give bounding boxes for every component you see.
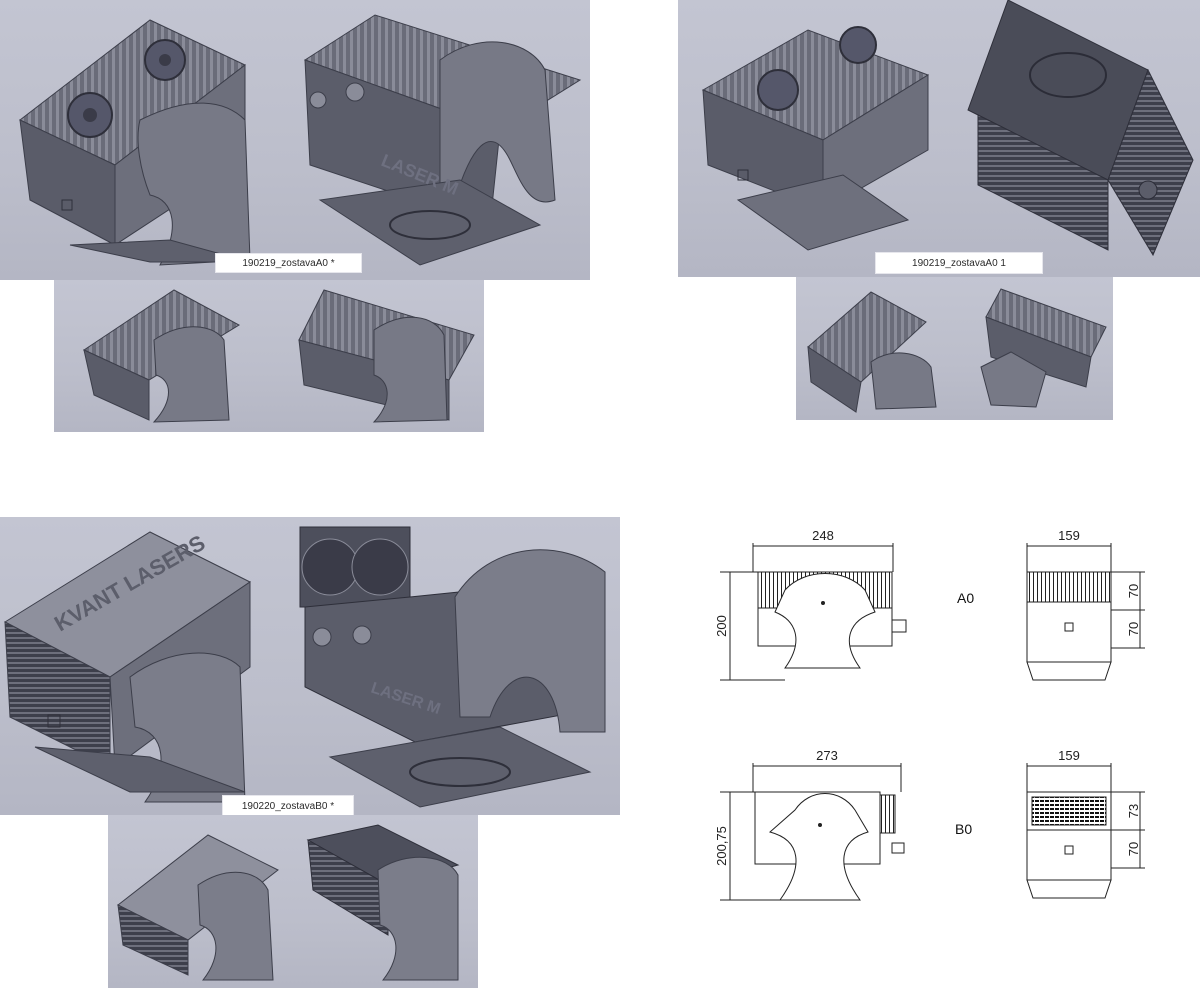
model-viewport-a0-star[interactable]: LASER M 190219_zostavaA0 *	[0, 0, 590, 280]
a0-code: A0	[957, 590, 974, 606]
model-label-a0-star: 190219_zostavaA0 *	[215, 253, 362, 273]
laser-render-b0-small	[117, 824, 460, 981]
b0-side-view: 159 73 70	[1026, 748, 1145, 899]
model-viewport-b0-star-small[interactable]	[108, 815, 478, 988]
b0-lower-section: 70	[1126, 842, 1141, 856]
b0-code: B0	[955, 821, 972, 837]
laser-render-a0-small	[82, 289, 475, 423]
model-label-a0-one: 190219_zostavaA0 1	[875, 252, 1043, 274]
b0-front-width: 273	[816, 748, 838, 763]
model-label-b0-star: 190220_zostavaB0 *	[222, 795, 354, 815]
model-viewport-b0-star[interactable]: KVANT LASERS LASER M 190220_zostavaB0 *	[0, 517, 620, 815]
a0-front-width: 248	[812, 528, 834, 543]
a0-upper-section: 70	[1126, 584, 1141, 598]
a0-height: 200	[714, 615, 729, 637]
dimension-drawing: 248 200 A0 159 70 7	[714, 528, 1145, 901]
a0-side-view: 159 70 70	[1026, 528, 1145, 681]
model-viewport-a0-star-small[interactable]	[54, 280, 484, 432]
laser-render-b0-left: KVANT LASERS LASER M	[3, 526, 606, 808]
technical-drawings: 248 200 A0 159 70 7	[700, 520, 1200, 920]
a0-side-width: 159	[1058, 528, 1080, 543]
b0-height: 200,75	[714, 826, 729, 866]
laser-render-a0-right	[701, 0, 1194, 257]
b0-upper-section: 73	[1126, 804, 1141, 818]
laser-render-a0-left: LASER M	[19, 14, 582, 266]
model-viewport-a0-one-small[interactable]	[796, 277, 1113, 420]
b0-side-width: 159	[1058, 748, 1080, 763]
laser-render-a0-one-small	[807, 288, 1107, 413]
model-viewport-a0-one[interactable]: 190219_zostavaA0 1	[678, 0, 1200, 277]
b0-front-view: 273 200,75	[714, 748, 905, 901]
a0-front-view: 248 200	[714, 528, 907, 681]
a0-lower-section: 70	[1126, 622, 1141, 636]
